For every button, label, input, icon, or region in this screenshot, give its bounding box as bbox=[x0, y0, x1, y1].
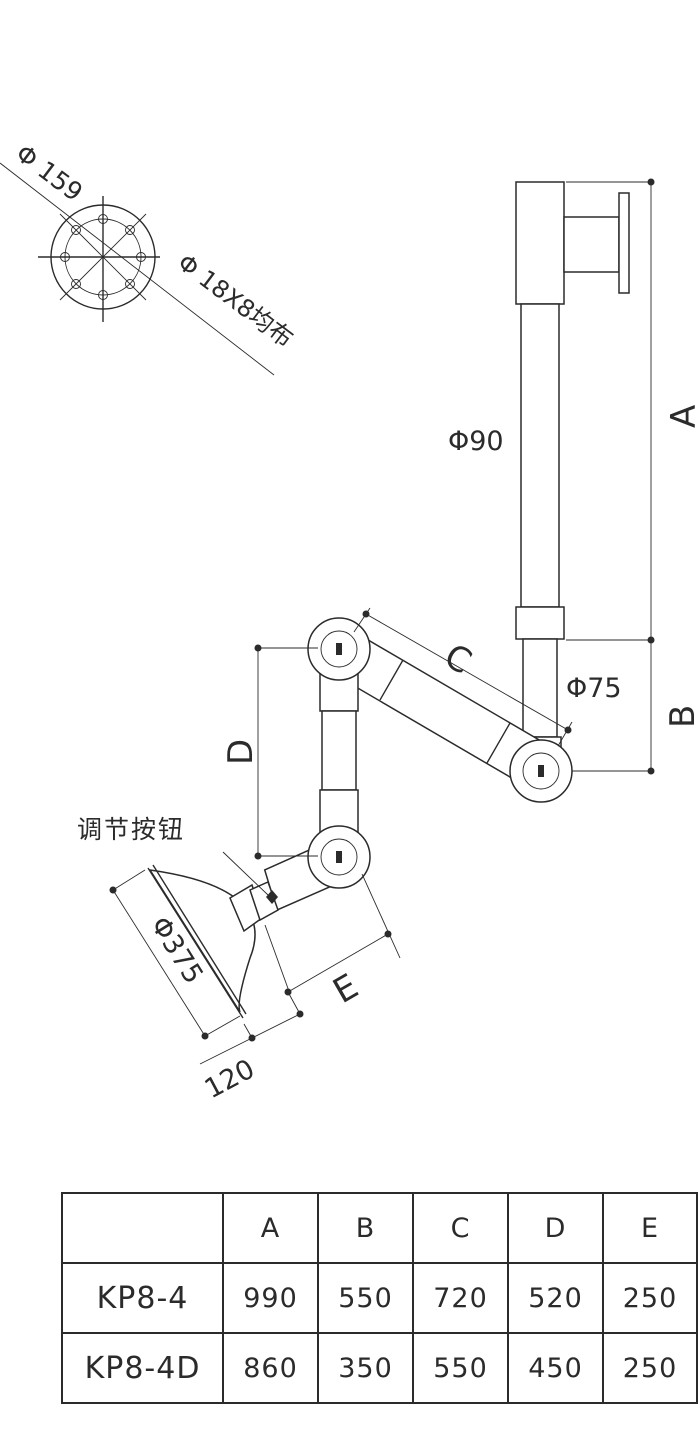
adjust-knob-icon bbox=[266, 890, 278, 904]
table-header-cell: E bbox=[602, 1192, 698, 1264]
dimension-b-label: B bbox=[663, 705, 699, 728]
dimension-a-label: A bbox=[664, 405, 699, 428]
joint-top bbox=[307, 617, 371, 681]
flange-hole-label: Φ 18X8均布 bbox=[172, 248, 298, 353]
table-cell: 520 bbox=[507, 1262, 604, 1334]
table-header-cell: C bbox=[412, 1192, 509, 1264]
dimension-hood-depth: 120 bbox=[200, 991, 304, 1106]
table-header-cell: B bbox=[317, 1192, 414, 1264]
table-cell: 720 bbox=[412, 1262, 509, 1334]
lower-tube-diameter-label: Φ75 bbox=[566, 673, 622, 704]
table-header-cell: D bbox=[507, 1192, 604, 1264]
table-cell: 250 bbox=[602, 1332, 698, 1404]
dimension-c-label: C bbox=[438, 636, 479, 683]
arm-drawing: Φ 159 Φ 18X8均布 Φ90 Φ75 A B bbox=[0, 139, 699, 1106]
knob-leader-line bbox=[222, 851, 269, 896]
vertical-tube bbox=[515, 303, 565, 760]
table-header-row: A B C D E bbox=[61, 1192, 698, 1264]
table-cell: 350 bbox=[317, 1332, 414, 1404]
table-row: KP8-4 990 550 720 520 250 bbox=[61, 1262, 698, 1334]
joint-bottom bbox=[307, 825, 371, 889]
table-cell: 250 bbox=[602, 1262, 698, 1334]
adjust-knob-label: 调节按钮 bbox=[77, 815, 185, 844]
table-cell: 550 bbox=[317, 1262, 414, 1334]
spec-table: A B C D E KP8-4 990 550 720 520 250 KP8-… bbox=[61, 1192, 698, 1404]
table-cell: 450 bbox=[507, 1332, 604, 1404]
table-row: KP8-4D 860 350 550 450 250 bbox=[61, 1332, 698, 1404]
table-cell: 550 bbox=[412, 1332, 509, 1404]
dimension-a-b: A B bbox=[566, 178, 699, 775]
dimension-d-label: D bbox=[221, 739, 261, 765]
flange-diameter-label: Φ 159 bbox=[10, 139, 88, 208]
dimension-d: D bbox=[221, 644, 318, 860]
table-header-cell: A bbox=[222, 1192, 319, 1264]
top-mount bbox=[515, 181, 630, 305]
table-model-cell: KP8-4 bbox=[61, 1262, 224, 1334]
hood-depth-label: 120 bbox=[200, 1054, 260, 1106]
table-header-cell bbox=[61, 1192, 224, 1264]
flange-detail: Φ 159 Φ 18X8均布 bbox=[0, 139, 298, 376]
table-model-cell: KP8-4D bbox=[61, 1332, 224, 1404]
table-cell: 990 bbox=[222, 1262, 319, 1334]
dimension-e-label: E bbox=[327, 966, 366, 1011]
table-cell: 860 bbox=[222, 1332, 319, 1404]
joint-right bbox=[509, 739, 573, 803]
top-tube-diameter-label: Φ90 bbox=[448, 426, 504, 457]
hood bbox=[147, 864, 279, 1019]
